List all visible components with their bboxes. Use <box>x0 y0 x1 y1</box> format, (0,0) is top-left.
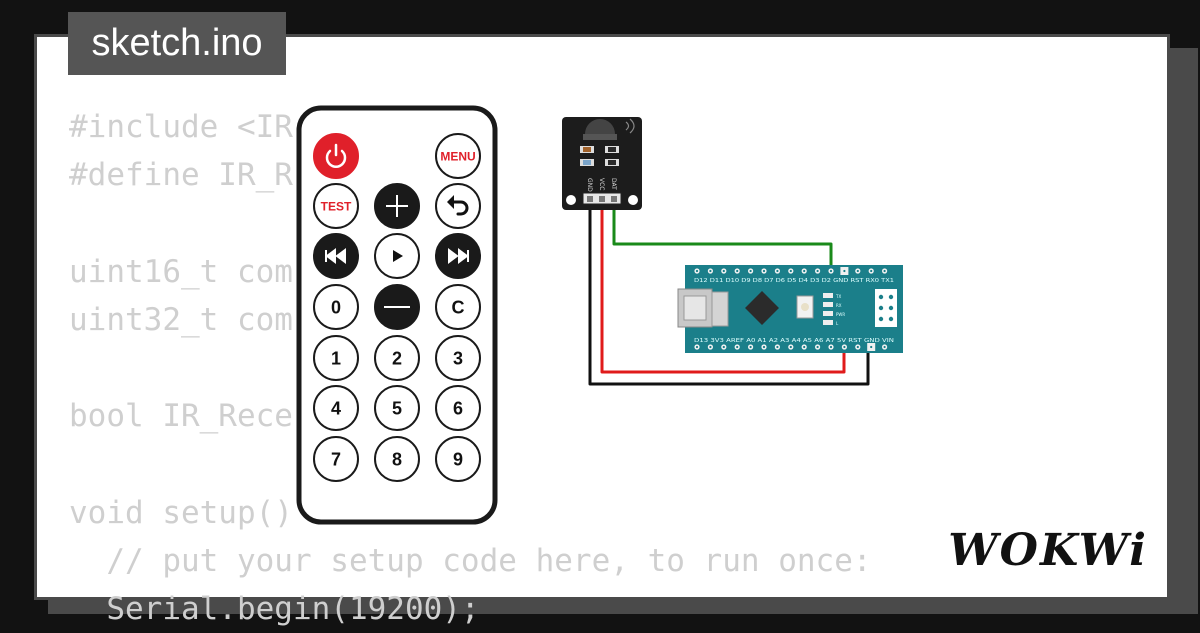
arduino-nano[interactable]: D12 D11 D10 D9 D8 D7 D6 D5 D4 D3 D2 GND … <box>677 265 903 353</box>
remote-button-8[interactable]: 8 <box>374 436 420 482</box>
code-line: #include <IR <box>69 109 293 145</box>
remote-button-6[interactable]: 6 <box>435 385 481 431</box>
code-line: #define IR_R <box>69 157 293 194</box>
remote-button-label: 4 <box>331 399 341 419</box>
status-leds: TX RX PWR L <box>823 293 845 326</box>
ir-receiver[interactable]: GND VCC DAT <box>562 117 642 210</box>
remote-button-label: 8 <box>392 450 402 470</box>
remote-button-label: 7 <box>331 450 341 470</box>
remote-button-label: 6 <box>453 399 463 419</box>
remote-button-power[interactable] <box>313 133 359 179</box>
plus-icon <box>386 195 408 217</box>
led-label-pwr: PWR <box>836 312 845 317</box>
remote-button-0[interactable]: 0 <box>313 284 359 330</box>
remote-button-label: 3 <box>453 349 463 369</box>
wokwi-logo: WOKWi <box>948 525 1148 576</box>
code-line: uint32_t com <box>69 301 293 338</box>
ir-remote[interactable]: MENU TEST 0 C 1 2 3 4 5 6 7 8 9 <box>296 105 498 525</box>
remote-button-test[interactable]: TEST <box>313 183 359 229</box>
code-line: // put your setup code here, to run once… <box>106 542 872 579</box>
ir-pin-label-dat: DAT <box>610 178 617 190</box>
remote-button-label: 1 <box>331 349 341 369</box>
remote-button-label: C <box>452 298 465 318</box>
icsp-header <box>875 289 897 327</box>
ir-sensor-dome <box>585 119 615 134</box>
arduino-bottom-header <box>694 343 888 351</box>
wire-ground[interactable] <box>588 204 870 386</box>
ir-pin-label-vcc: VCC <box>598 178 605 190</box>
remote-button-label: TEST <box>321 200 352 214</box>
remote-button-label: 5 <box>392 399 402 419</box>
remote-button-5[interactable]: 5 <box>374 385 420 431</box>
remote-button-2[interactable]: 2 <box>374 335 420 381</box>
code-line: void setup() <box>69 494 293 531</box>
wires <box>588 204 870 386</box>
remote-button-menu[interactable]: MENU <box>435 133 481 179</box>
code-line: Serial.begin(19200); <box>69 591 480 628</box>
remote-button-minus[interactable] <box>374 284 420 330</box>
remote-button-c[interactable]: C <box>435 284 481 330</box>
play-icon <box>393 250 403 262</box>
mcu-chip <box>745 291 779 325</box>
led-label-tx: TX <box>835 294 841 299</box>
remote-button-7[interactable]: 7 <box>313 436 359 482</box>
led-label-rx: RX <box>836 303 842 308</box>
led-label-l: L <box>836 321 839 326</box>
ir-pin-label-gnd: GND <box>586 178 593 192</box>
wire-signal[interactable] <box>612 204 833 270</box>
power-icon <box>325 143 347 168</box>
remote-button-4[interactable]: 4 <box>313 385 359 431</box>
remote-button-label: 0 <box>331 298 341 318</box>
remote-button-label: 9 <box>453 450 463 470</box>
remote-button-prev[interactable] <box>313 233 359 279</box>
code-line: uint16_t com <box>69 253 293 290</box>
remote-button-9[interactable]: 9 <box>435 436 481 482</box>
arduino-top-pin-labels: D12 D11 D10 D9 D8 D7 D6 D5 D4 D3 D2 GND … <box>694 278 894 284</box>
remote-button-plus[interactable] <box>374 183 420 229</box>
remote-button-label: 2 <box>392 349 402 369</box>
skip-forward-icon <box>448 248 469 264</box>
remote-button-next[interactable] <box>435 233 481 279</box>
remote-button-play[interactable] <box>374 233 420 279</box>
wire-power[interactable] <box>600 204 846 374</box>
remote-button-back[interactable] <box>435 183 481 229</box>
remote-button-1[interactable]: 1 <box>313 335 359 381</box>
remote-button-3[interactable]: 3 <box>435 335 481 381</box>
remote-button-label: MENU <box>440 150 475 164</box>
arduino-top-header <box>694 267 888 275</box>
arduino-bottom-pin-labels: D13 3V3 AREF A0 A1 A2 A3 A4 A5 A6 A7 5V … <box>694 338 894 344</box>
file-tab[interactable]: sketch.ino <box>68 12 286 75</box>
back-arrow-icon <box>447 195 469 216</box>
skip-back-icon <box>325 248 346 264</box>
ir-signal-icon <box>625 118 635 134</box>
